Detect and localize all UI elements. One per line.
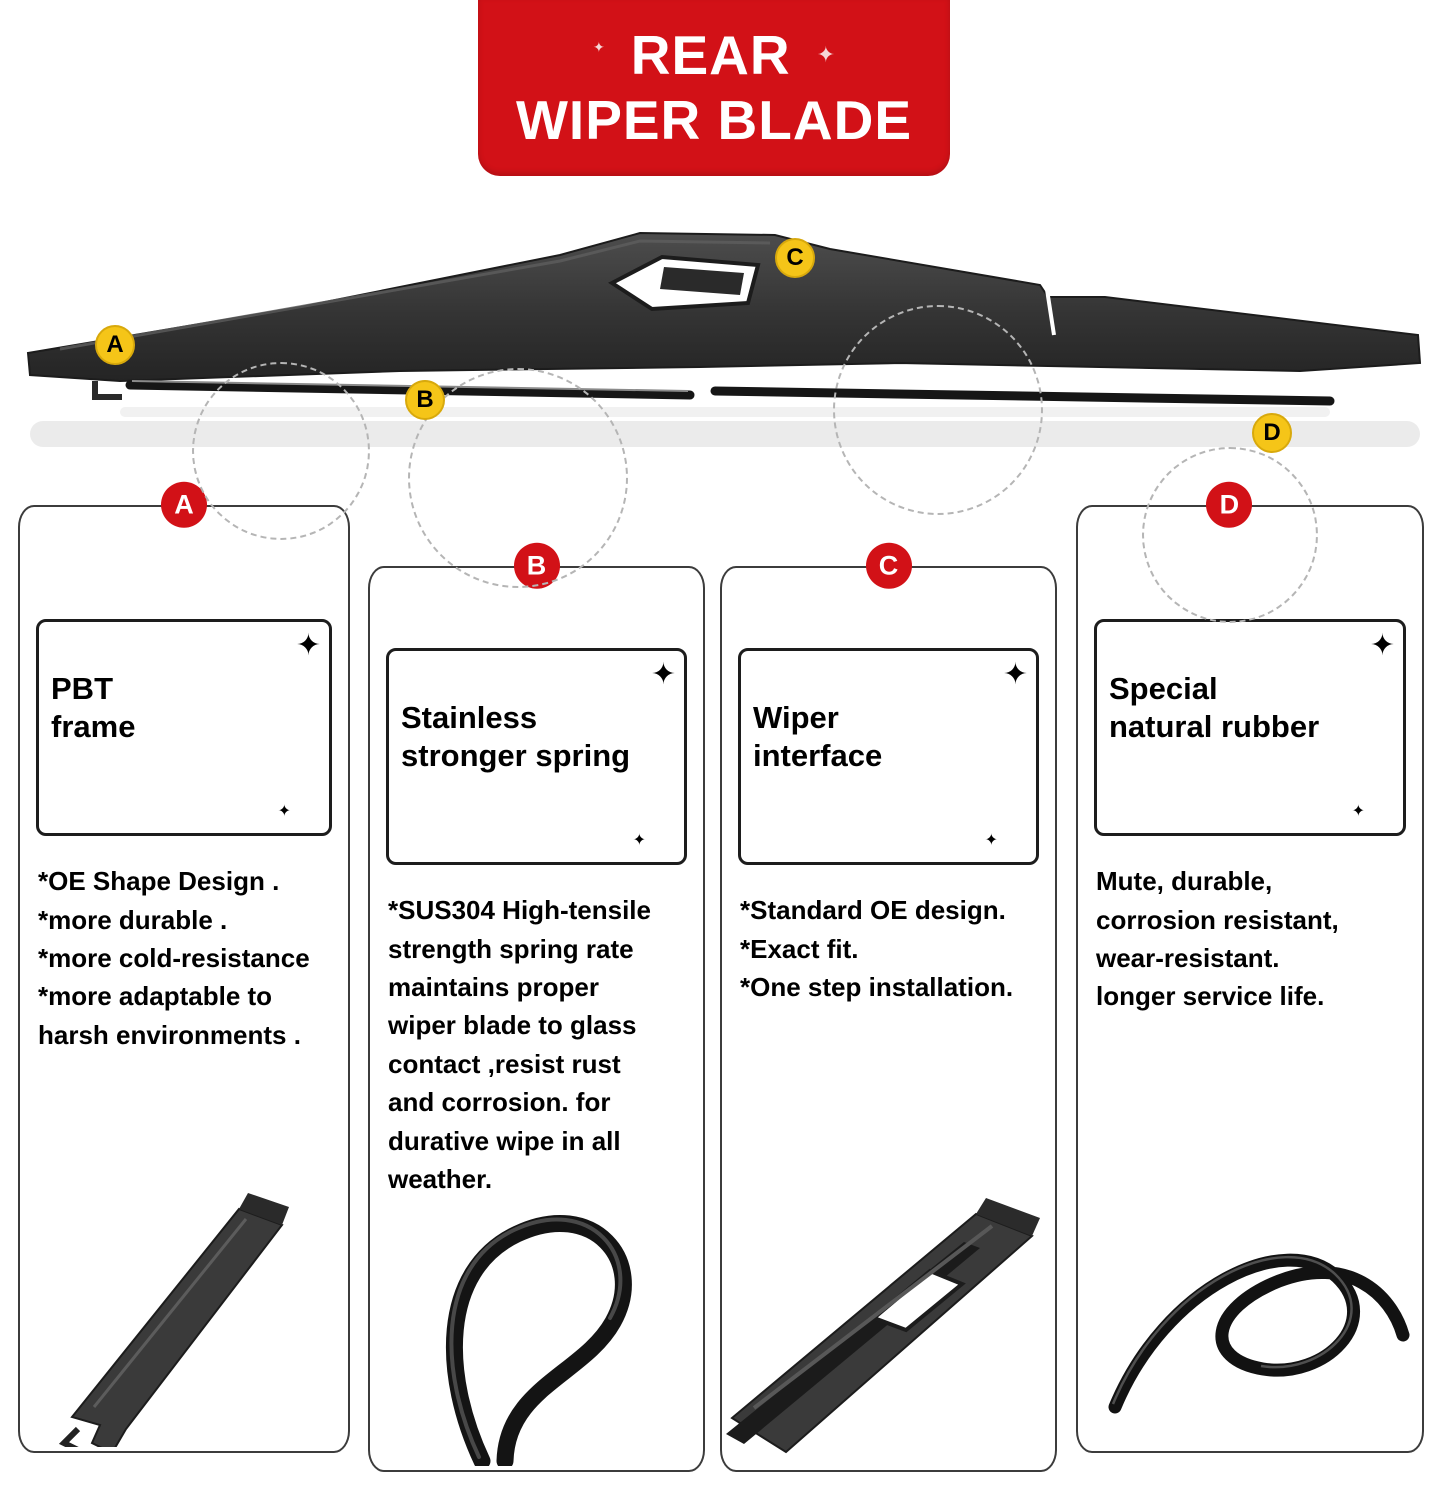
wiper-interface-photo bbox=[722, 1156, 1055, 1466]
panel-letter-badge-b: B bbox=[513, 542, 560, 589]
panel-title-a: PBT frame bbox=[51, 670, 136, 744]
wiper-interface-illustration bbox=[725, 1198, 1040, 1454]
feature-panel-c: C Wiper interface ✦ ✦ *Standard OE desig… bbox=[720, 542, 1057, 1472]
panel-body-a: *OE Shape Design . *more durable . *more… bbox=[38, 866, 310, 1050]
banner-line1-row: ✦ REAR ✦ bbox=[593, 24, 835, 87]
part-marker-a: A bbox=[95, 325, 135, 365]
panel-title-box-d: Special natural rubber ✦ ✦ bbox=[1094, 619, 1406, 837]
sparkle-icon: ✦ bbox=[632, 831, 646, 849]
panel-body-b: *SUS304 High-tensile strength spring rat… bbox=[388, 895, 651, 1195]
panel-letter-badge-d: D bbox=[1206, 481, 1253, 528]
sparkle-icon: ✦ bbox=[984, 831, 998, 849]
feature-panel-a: A PBT frame ✦ ✦ *OE Shape Design . *more… bbox=[18, 481, 350, 1453]
wiper-blade-illustration bbox=[26, 231, 1422, 447]
feature-panel-d: D Special natural rubber ✦ ✦ Mute, durab… bbox=[1076, 481, 1424, 1453]
blade-reflection-2 bbox=[120, 407, 1330, 417]
part-marker-d: D bbox=[1252, 413, 1292, 453]
sparkle-icon: ✦ bbox=[1002, 658, 1028, 691]
blade-ridge-highlight bbox=[59, 239, 771, 351]
spring-loop-illustration bbox=[445, 1215, 632, 1466]
blade-end-clip bbox=[92, 381, 122, 400]
rubber-strip-right bbox=[710, 386, 1335, 406]
sparkle-icon: ✦ bbox=[295, 629, 321, 662]
feature-panel-b: B Stainless stronger spring ✦ ✦ *SUS304 … bbox=[368, 542, 705, 1472]
panel-body-c: *Standard OE design. *Exact fit. *One st… bbox=[740, 895, 1014, 1002]
blade-seam bbox=[1044, 282, 1056, 336]
spring-loop-photo bbox=[370, 1126, 703, 1466]
panel-title-box-a: PBT frame ✦ ✦ bbox=[36, 619, 332, 837]
wiper-blade-photo bbox=[0, 185, 1445, 505]
panel-title-box-b: Stainless stronger spring ✦ ✦ bbox=[386, 648, 687, 866]
panel-letter-badge-a: A bbox=[161, 481, 207, 528]
panel-title-d: Special natural rubber bbox=[1109, 670, 1320, 744]
banner-title-line1: REAR bbox=[630, 23, 791, 86]
sparkle-icon: ✦ bbox=[592, 38, 605, 55]
sparkle-icon: ✦ bbox=[1369, 629, 1395, 662]
panel-title-c: Wiper interface bbox=[753, 699, 883, 773]
panel-title-box-c: Wiper interface ✦ ✦ bbox=[738, 648, 1039, 866]
rubber-strip-photo bbox=[1078, 1167, 1422, 1447]
rubber-strip-illustration bbox=[1108, 1253, 1410, 1414]
blade-body bbox=[26, 231, 1422, 383]
sparkle-icon: ✦ bbox=[816, 42, 835, 68]
part-marker-c: C bbox=[775, 238, 815, 278]
sparkle-icon: ✦ bbox=[1351, 802, 1365, 820]
banner-title-line2: WIPER BLADE bbox=[516, 89, 912, 151]
sparkle-icon: ✦ bbox=[650, 658, 676, 691]
part-marker-b: B bbox=[405, 380, 445, 420]
panel-letter-badge-c: C bbox=[865, 542, 912, 589]
panel-title-b: Stainless stronger spring bbox=[401, 699, 631, 773]
blade-mount-arm bbox=[660, 267, 744, 295]
panel-body-d: Mute, durable, corrosion resistant, wear… bbox=[1096, 866, 1339, 1012]
pbt-frame-illustration bbox=[58, 1193, 289, 1447]
title-banner: ✦ REAR ✦ WIPER BLADE bbox=[478, 0, 950, 176]
blade-reflection bbox=[30, 421, 1420, 447]
sparkle-icon: ✦ bbox=[277, 802, 291, 820]
pbt-frame-photo bbox=[20, 1167, 348, 1447]
